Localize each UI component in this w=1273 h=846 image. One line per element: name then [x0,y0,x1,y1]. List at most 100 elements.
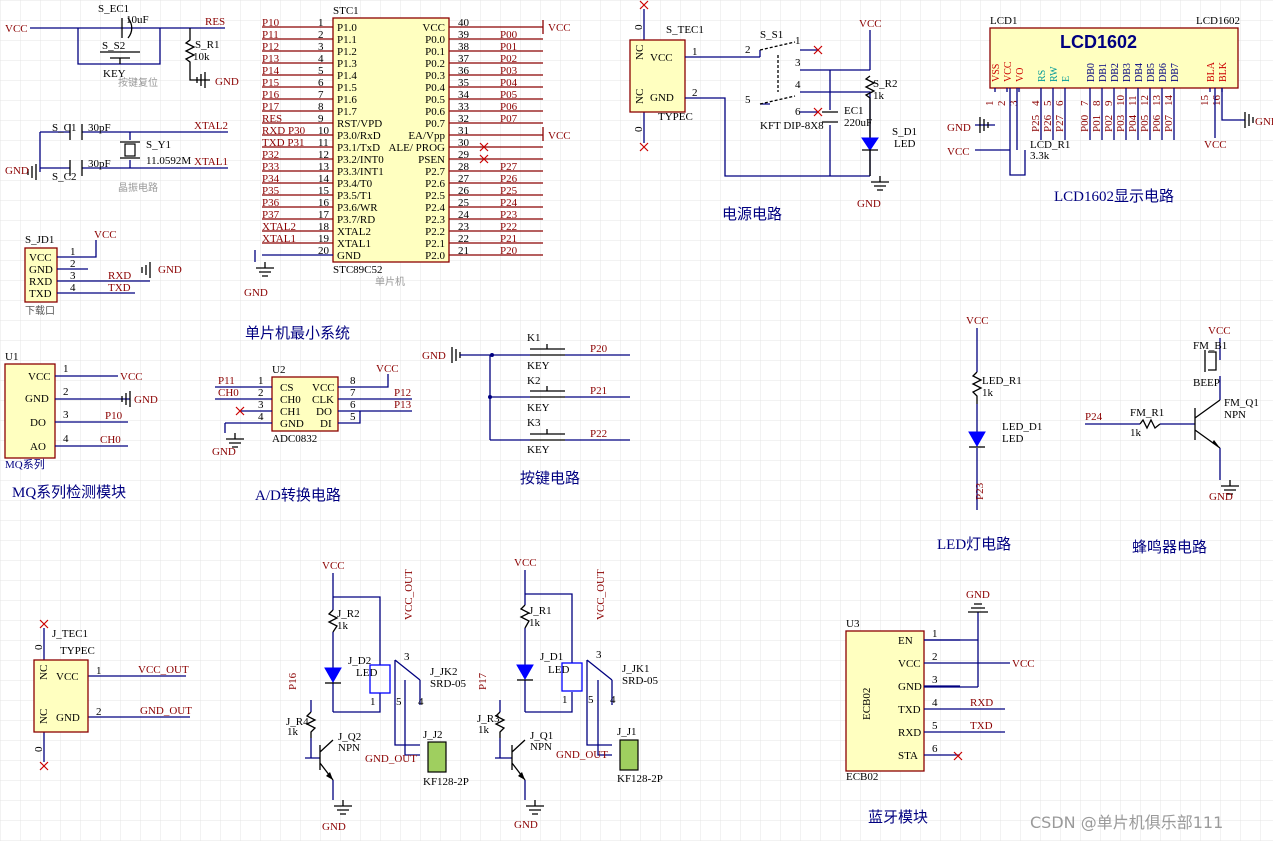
jtec-ref: J_TEC1 [52,628,88,640]
mcu-pin-7-net: P16 [262,89,280,101]
mcu-body [332,17,450,263]
led-net: P23 [974,482,986,500]
lcd-pin-6-num: 6 [1054,100,1066,106]
mcu-pin-5-num: 5 [318,65,324,77]
reset-switch-type: KEY [103,68,126,80]
adc-circuit: U2 CS CH0 CH1 GND VCC CLK DO DI 1 2 3 4 … [212,363,412,458]
bt-pin-4-num: 4 [932,697,938,709]
key3-type: KEY [527,444,550,456]
mcu-pin-34-num: 34 [458,89,470,101]
mcu-pin-28-name: P2.7 [425,166,445,178]
relay1-r-ref: J_R1 [529,605,552,617]
adc-pin-gnd: GND [280,418,304,430]
lcd-pin-12-name: DB5 [1146,63,1157,82]
buzzer-net: P24 [1085,411,1103,423]
adc-net-gnd: GND [212,446,236,458]
mq-pin-4: AO [30,441,46,453]
key3-ref: K3 [527,417,541,429]
buzzer-gnd-net: GND [1209,491,1233,503]
adc-pin-do: DO [316,406,332,418]
mcu-pin-18-net: XTAL2 [262,221,296,233]
download-num-2: 2 [70,258,76,270]
bt-pin-5-name: RXD [898,727,921,739]
relay1-jk-ref: J_JK1 [622,663,650,675]
mcu-pin-33-num: 33 [458,101,470,113]
watermark: CSDN @单片机俱乐部111 [1030,813,1223,832]
mcu-pin-28-num: 28 [458,161,470,173]
bt-pin-2-net: VCC [1012,658,1035,670]
bt-part: ECB02 [846,771,878,783]
crystal-xtal1-net: XTAL1 [194,156,228,168]
mcu-pin-6-net: P15 [262,77,280,89]
mcu-pin-3-num: 3 [318,41,324,53]
power-switch-type: KFT DIP-8X8 [760,120,824,132]
relay1-gnd-net: GND [514,819,538,831]
mcu-pin-16-net: P36 [262,197,280,209]
mcu-pin-17-name: P3.7/RD [337,214,375,226]
mcu-pin-31-num: 31 [458,125,469,137]
mcu-pin-37-name: P0.2 [425,58,445,70]
relay2-terminal [427,741,447,773]
jtec-vcc-pin: VCC [56,671,79,683]
power-conn-ref: S_TEC1 [666,24,704,36]
power-r-value: 1k [873,90,885,102]
lcd-pin-9-num: 9 [1103,100,1115,106]
relay2-gnd-net: GND [322,821,346,833]
mcu-pin-19-net: XTAL1 [262,233,296,245]
crystal-y-value: 11.0592M [146,155,191,167]
relay2-num-1: 1 [370,696,376,708]
mcu-pin-9-num: 9 [318,113,324,125]
mcu-pin-14-net: P34 [262,173,280,185]
led-d-ref: LED_D1 [1002,421,1042,433]
lcd-pin-13-name: DB6 [1158,63,1169,82]
reset-gnd-net: GND [215,76,239,88]
mcu-pin-4-net: P13 [262,53,280,65]
bt-part-vertical: ECB02 [861,688,873,720]
buzzer-q-type: NPN [1224,409,1246,421]
crystal-c2-value: 30pF [88,158,111,170]
lcd-vcc-net: VCC [947,146,970,158]
reset-vcc-net: VCC [5,23,28,35]
adc-num-7: 7 [350,387,356,399]
lcd-pin-10-num: 10 [1115,95,1127,107]
mcu-pin-12-num: 12 [318,149,329,161]
mcu-pin-31-net: VCC [548,130,571,142]
download-num-1: 1 [70,246,76,258]
mcu-pin-5-net: P14 [262,65,280,77]
lcd-pin-4-net: P25 [1030,114,1042,132]
mq-pin-2: GND [25,393,49,405]
mcu-pin-35-net: P04 [500,77,518,89]
adc-num-1: 1 [258,375,264,387]
download-body [24,247,58,303]
crystal-note: 晶振电路 [118,181,158,194]
mcu-pin-36-num: 36 [458,65,470,77]
adc-pin-clk: CLK [312,394,334,406]
jtec-nc-top: NC [38,665,50,680]
jtec-gnd-pin: GND [56,712,80,724]
mcu-pin-39-num: 39 [458,29,470,41]
caption-led: LED灯电路 [937,536,1011,553]
mcu-pin-30-name: ALE/ PROG [388,142,445,154]
caption-buzzer: 蜂鸣器电路 [1132,539,1207,556]
mcu-stc89c52: STC1 P1.01P10P1.12P11P1.23P12P1.34P13P1.… [244,5,571,299]
power-ec-ref: EC1 [844,105,864,117]
relay2-num-3: 3 [404,651,410,663]
mcu-pin-23-name: P2.2 [425,226,445,238]
relay2-vcc-net: VCC [322,560,345,572]
reset-resistor-value: 10k [193,51,210,63]
power-ec-value: 220uF [844,117,872,129]
jtec-gnd-out: GND_OUT [140,705,192,717]
jtec-nc-bottom: NC [38,709,50,724]
relay-circuit-1: VCC J_R1 1k J_D1 LED VCC_OUT J_JK1 SRD-0… [477,557,663,831]
relay-circuit-2: VCC J_R2 1k J_D2 LED VCC_OUT J_JK2 SRD-0… [286,560,469,833]
power-d-type: LED [894,138,915,150]
mq-num-4: 4 [63,433,69,445]
mcu-pin-20-num: 20 [318,245,330,257]
power-pin-1: 1 [692,46,698,58]
power-circuit: S_TEC1 VCC GND NC NC 0 0 TYPEC 1 2 S_S1 … [629,0,917,210]
caption-power: 电源电路 [722,206,782,223]
relay1-terminal [619,739,639,771]
crystal-gnd-net: GND [5,165,29,177]
lcd-pin-10-net: P03 [1115,114,1127,132]
mcu-pin-9-net: RES [262,113,282,125]
